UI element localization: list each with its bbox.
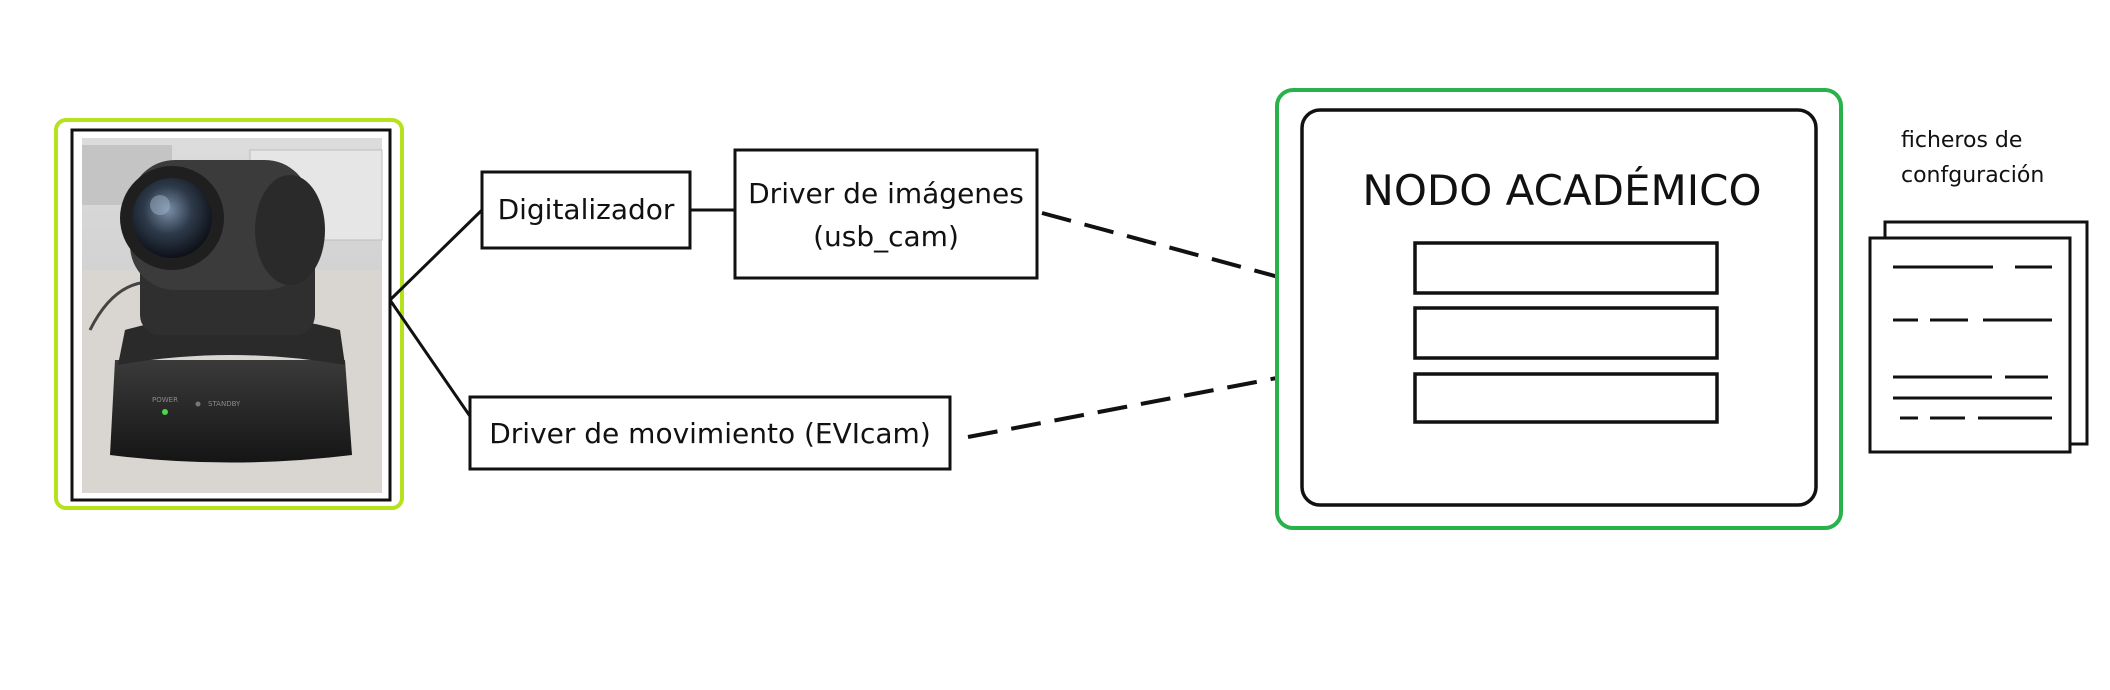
driver-movimiento-label: Driver de movimiento (EVIcam) — [489, 417, 931, 450]
camera-standby-led — [195, 401, 201, 407]
config-files-label-line1: ficheros de — [1901, 128, 2022, 153]
nodo-academico-group: NODO ACADÉMICO — [1275, 88, 1843, 530]
nodo-academico-title: NODO ACADÉMICO — [1362, 165, 1761, 215]
driver-movimiento-box: Driver de movimiento (EVIcam) — [468, 395, 952, 471]
nodo-row-1 — [1413, 241, 1719, 295]
driver-imagenes-label-line2: (usb_cam) — [813, 220, 959, 253]
connector-camera-movimiento — [388, 299, 476, 423]
config-file-text-lines — [1893, 265, 2052, 420]
camera-standby-text: STANDBY — [208, 400, 241, 408]
camera-head-side — [255, 175, 325, 285]
camera-lens — [132, 178, 212, 258]
digitalizador-box: Digitalizador — [480, 170, 692, 250]
camera-image-group: POWER STANDBY — [54, 118, 404, 510]
camera-lens-highlight — [150, 195, 170, 215]
camera-power-text: POWER — [152, 396, 178, 404]
config-file-sheet-front — [1868, 236, 2072, 454]
config-files-label-line2: confguración — [1901, 163, 2044, 188]
connector-camera-digitalizador — [388, 208, 484, 302]
nodo-row-2 — [1413, 306, 1719, 360]
driver-imagenes-box: Driver de imágenes (usb_cam) — [733, 148, 1039, 280]
camera-base — [110, 360, 352, 463]
nodo-row-3 — [1413, 372, 1719, 424]
dashed-connector-imagenes-nodo — [1041, 211, 1346, 297]
driver-imagenes-label-line1: Driver de imágenes — [748, 177, 1024, 210]
config-files-group: ficheros de confguración — [1868, 128, 2089, 454]
camera-power-led — [162, 409, 168, 415]
digitalizador-label: Digitalizador — [498, 193, 675, 226]
